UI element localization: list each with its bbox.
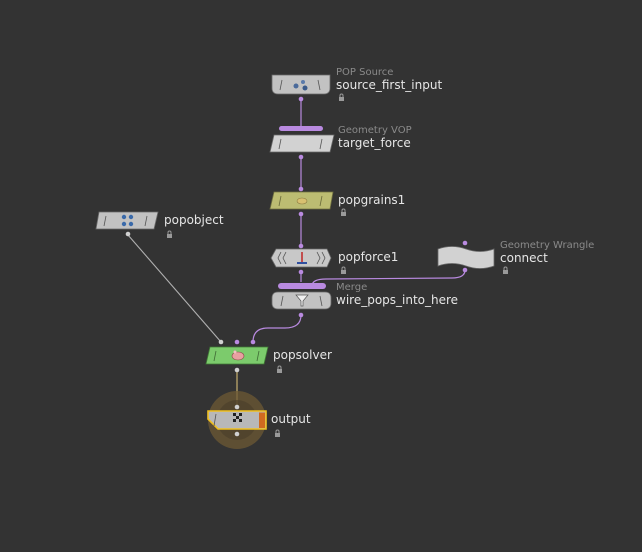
input-port-3[interactable] [250,339,256,345]
node-popobject[interactable]: popobject [95,211,224,238]
wire-merge-to-solver [252,314,302,343]
wire-popobject-to-solver [127,234,222,343]
lock-icon [341,208,346,216]
node-name-label: popsolver [273,348,332,362]
input-port-2[interactable] [234,339,240,345]
lock-icon [503,266,508,274]
node-source-first-input[interactable]: POP Source source_first_input [271,67,442,102]
input-port[interactable] [298,186,304,192]
node-type-label: Merge [336,282,367,293]
output-port[interactable] [298,154,304,160]
lock-icon [341,266,346,274]
node-shape [270,248,332,268]
node-flag-mark [317,79,321,91]
output-port[interactable] [234,367,240,373]
node-shape [437,246,495,269]
node-name-label: popobject [164,213,224,227]
input-port[interactable] [234,404,240,410]
node-shape [271,74,331,95]
merge-funnel-icon [295,294,309,307]
node-type-label: POP Source [336,67,393,78]
output-port[interactable] [298,269,304,275]
input-bar[interactable] [278,283,326,289]
wire-connect-to-merge [311,269,466,287]
node-connect[interactable]: Geometry Wrangle connect [437,240,594,274]
solver-icon [231,350,245,361]
grains-icon [296,197,308,205]
node-target-force[interactable]: Geometry VOP target_force [269,125,412,160]
node-popgrains1[interactable]: popgrains1 [269,186,405,217]
node-flag-mark [256,350,260,362]
output-port[interactable] [298,96,304,102]
output-port[interactable] [462,267,468,273]
node-shape [269,134,335,153]
node-shape [95,211,159,230]
node-popforce1[interactable]: popforce1 [270,243,398,275]
pop-object-icon [121,214,134,227]
display-flag[interactable] [259,412,265,429]
input-bar[interactable] [279,126,323,131]
lock-icon [275,429,280,437]
lock-icon [277,365,282,373]
input-port[interactable] [462,240,468,246]
wires [127,99,466,408]
node-name-label: source_first_input [336,78,442,92]
node-popsolver[interactable]: popsolver [205,339,332,373]
pop-source-icon [293,80,308,91]
node-name-label: popforce1 [338,250,398,264]
node-name-label: popgrains1 [338,193,405,207]
input-port[interactable] [298,243,304,249]
force-icon [297,252,307,264]
node-bypass-mark [280,295,284,307]
node-bypass-mark [213,413,217,427]
output-port[interactable] [234,431,240,437]
node-bypass-mark [213,350,217,362]
node-bypass-mark [279,79,283,91]
output-port[interactable] [125,231,131,237]
node-flag-mark [144,215,148,227]
node-name-label: target_force [338,136,411,150]
node-bypass-mark [278,195,282,207]
node-bypass-mark [277,251,287,265]
output-port[interactable] [298,211,304,217]
lock-icon [339,93,344,101]
node-name-label: wire_pops_into_here [336,293,458,307]
node-flag-mark [319,295,323,307]
node-wire-pops-into-here[interactable]: Merge wire_pops_into_here [271,282,458,318]
node-bypass-mark [103,215,107,227]
lock-icon [167,230,172,238]
output-icon [233,413,242,422]
node-shape [207,410,267,430]
input-port-1[interactable] [218,339,224,345]
node-flag-mark [316,251,326,265]
node-name-label: output [271,412,311,426]
node-type-label: Geometry VOP [338,125,412,136]
node-name-label: connect [500,251,548,265]
node-flag-mark [319,138,323,150]
node-bypass-mark [278,138,282,150]
output-port[interactable] [298,312,304,318]
node-flag-mark [319,195,323,207]
node-type-label: Geometry Wrangle [500,240,594,251]
node-output[interactable]: output [207,391,311,449]
